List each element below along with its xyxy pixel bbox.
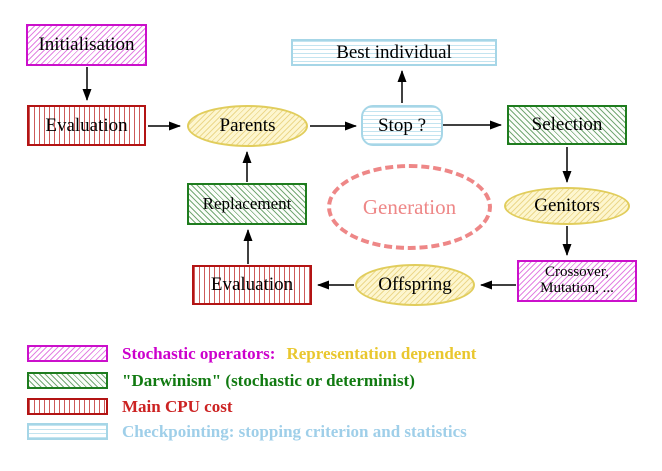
legend-text-darwinism: "Darwinism" (stochastic or determinist) (122, 371, 415, 390)
legend-label-stochastic-operators: Stochastic operators: Representation dep… (122, 344, 476, 364)
legend-text-checkpointing: Checkpointing: stopping criterion and st… (122, 422, 467, 441)
legend-swatch-stochastic-operators (27, 345, 108, 362)
legend-label-cpu-cost: Main CPU cost (122, 397, 232, 417)
legend-text-cpu-cost: Main CPU cost (122, 397, 233, 416)
node-best-individual: Best individual (291, 39, 497, 66)
legend-swatch-darwinism (27, 372, 108, 389)
node-stop: Stop ? (361, 105, 443, 146)
node-selection: Selection (507, 105, 627, 145)
node-parents: Parents (187, 105, 308, 147)
legend-text-representation-dependent: Representation dependent (286, 344, 477, 363)
node-generation-loop: Generation (327, 164, 492, 250)
node-genitors: Genitors (504, 187, 630, 225)
legend-text-stochastic: Stochastic operators: (122, 344, 276, 363)
node-evaluation-bottom: Evaluation (192, 265, 312, 305)
node-replacement: Replacement (187, 183, 307, 225)
node-initialisation: Initialisation (26, 24, 147, 66)
node-evaluation-top: Evaluation (27, 105, 146, 146)
node-crossover-mutation: Crossover, Mutation, ... (517, 260, 637, 302)
node-offspring: Offspring (355, 264, 475, 306)
legend-swatch-cpu-cost (27, 398, 108, 415)
legend-label-checkpointing: Checkpointing: stopping criterion and st… (122, 422, 467, 442)
legend-swatch-checkpointing (27, 423, 108, 440)
crossover-label-line1: Crossover, (545, 264, 609, 281)
crossover-label-line2: Mutation, ... (540, 280, 614, 296)
legend-label-darwinism: "Darwinism" (stochastic or determinist) (122, 371, 415, 391)
